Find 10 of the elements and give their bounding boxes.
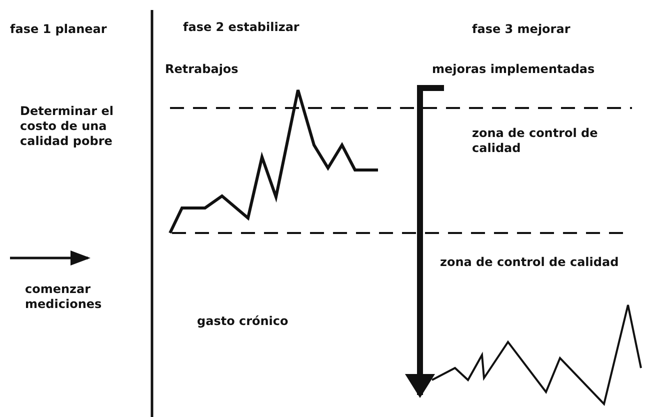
annotation-text: mejoras implementadas (432, 62, 595, 77)
annotation-text: fase 3 mejorar (472, 22, 570, 37)
annotation-text: zona de control de calidad (440, 255, 619, 270)
annotation-text: fase 2 estabilizar (183, 20, 300, 35)
annotation-text: comenzar mediciones (25, 282, 103, 312)
annotation-text: gasto crónico (197, 314, 288, 329)
annotation-text: Determinar el costo de una calidad pobre (20, 104, 114, 149)
annotation-text: zona de control de calidad (472, 126, 599, 156)
annotation-text: Retrabajos (165, 62, 238, 77)
annotation-text: fase 1 planear (10, 22, 107, 37)
